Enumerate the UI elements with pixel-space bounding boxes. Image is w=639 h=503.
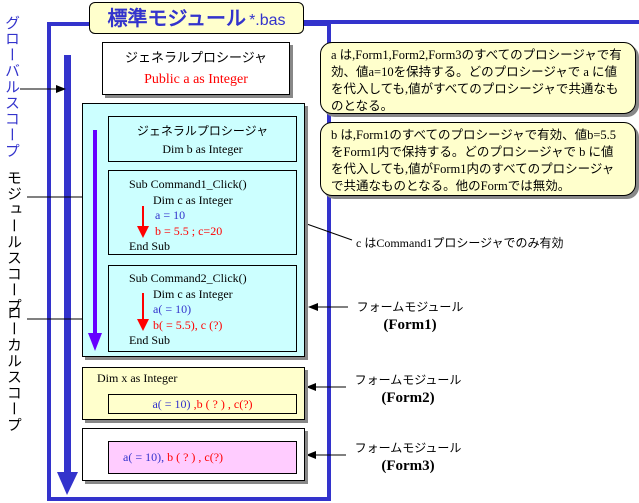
title-ext: *.bas: [249, 12, 286, 29]
form2-label: フォームモジュール (Form2): [348, 371, 468, 407]
module-scope-arrowhead: [88, 333, 102, 351]
assign-a: a = 10: [155, 208, 186, 222]
form1-label: フォームモジュール (Form1): [350, 298, 470, 334]
sub-command1: Sub Command1_Click() Dim c as Integer a …: [108, 170, 297, 255]
sub-start: Sub Command1_Click(): [129, 177, 247, 191]
form-name: (Form2): [381, 390, 435, 406]
dim-b-declaration: Dim b as Integer: [162, 142, 243, 156]
dim-c: Dim c as Integer: [153, 286, 233, 301]
title-main: 標準モジュール: [107, 6, 247, 30]
form1-general-procedure: ジェネラルプロシージャ Dim b as Integer: [108, 116, 297, 162]
a-value: a( = 10): [153, 302, 192, 316]
module-scope-arrow: [93, 130, 97, 335]
form-name: (Form1): [383, 317, 437, 333]
form-module-label: フォームモジュール: [356, 300, 464, 314]
sub-start: Sub Command2_Click(): [129, 271, 247, 285]
global-scope-arrow: [64, 55, 71, 475]
title-box: 標準モジュール *.bas: [89, 2, 304, 34]
flow-arrow: [142, 293, 144, 321]
callout-b: b は,Form1のすべてのプロシージャで有効、値b=5.5をForm1内で保持…: [320, 122, 636, 196]
form3-label: フォームモジュール (Form3): [348, 439, 468, 475]
a-value: a( = 10),: [123, 450, 165, 464]
general-procedure-heading: ジェネラルプロシージャ: [136, 124, 269, 138]
sub-end: End Sub: [129, 333, 171, 347]
dim-x-declaration: Dim x as Integer: [97, 371, 178, 385]
callout-a: a は,Form1,Form2,Form3のすべてのプロシージャで有効、値a=1…: [320, 42, 636, 114]
flow-arrow: [142, 206, 144, 228]
dim-c: Dim c as Integer: [153, 192, 233, 207]
flow-arrowhead: [137, 319, 149, 331]
local-scope-label: ローカルスコープ: [5, 305, 23, 433]
b-c-values: ,b ( ? ) , c(?): [190, 397, 253, 411]
form-module-label: フォームモジュール: [354, 441, 462, 455]
form1-module: [82, 103, 305, 357]
form-module-label: フォームモジュール: [354, 373, 462, 387]
global-scope-label: グローバルスコープ: [3, 15, 21, 159]
standard-general-procedure: ジェネラルプロシージャ Public a as Integer: [102, 42, 290, 95]
form3-values: a( = 10), b ( ? ) , c(?): [108, 441, 297, 474]
module-scope-label: モジュールスコープ: [5, 170, 23, 314]
a-value: a( = 10): [152, 397, 191, 411]
assign-b-c: b = 5.5 ; c=20: [155, 223, 223, 238]
public-declaration: Public a as Integer: [144, 72, 248, 87]
form-name: (Form3): [381, 458, 435, 474]
form2-module: Dim x as Integer: [82, 367, 305, 420]
sub-end: End Sub: [129, 239, 171, 253]
b-c-values: b ( ? ) , c(?): [164, 450, 224, 464]
form2-values: a( = 10) ,b ( ? ) , c(?): [108, 394, 297, 414]
general-procedure-heading: ジェネラルプロシージャ: [124, 51, 268, 66]
flow-arrowhead: [137, 226, 149, 238]
callout-c: c はCommand1プロシージャでのみ有効: [356, 236, 564, 250]
sub-command2: Sub Command2_Click() Dim c as Integer a(…: [108, 265, 297, 352]
b-c-values: b( = 5.5), c (?): [153, 317, 223, 332]
